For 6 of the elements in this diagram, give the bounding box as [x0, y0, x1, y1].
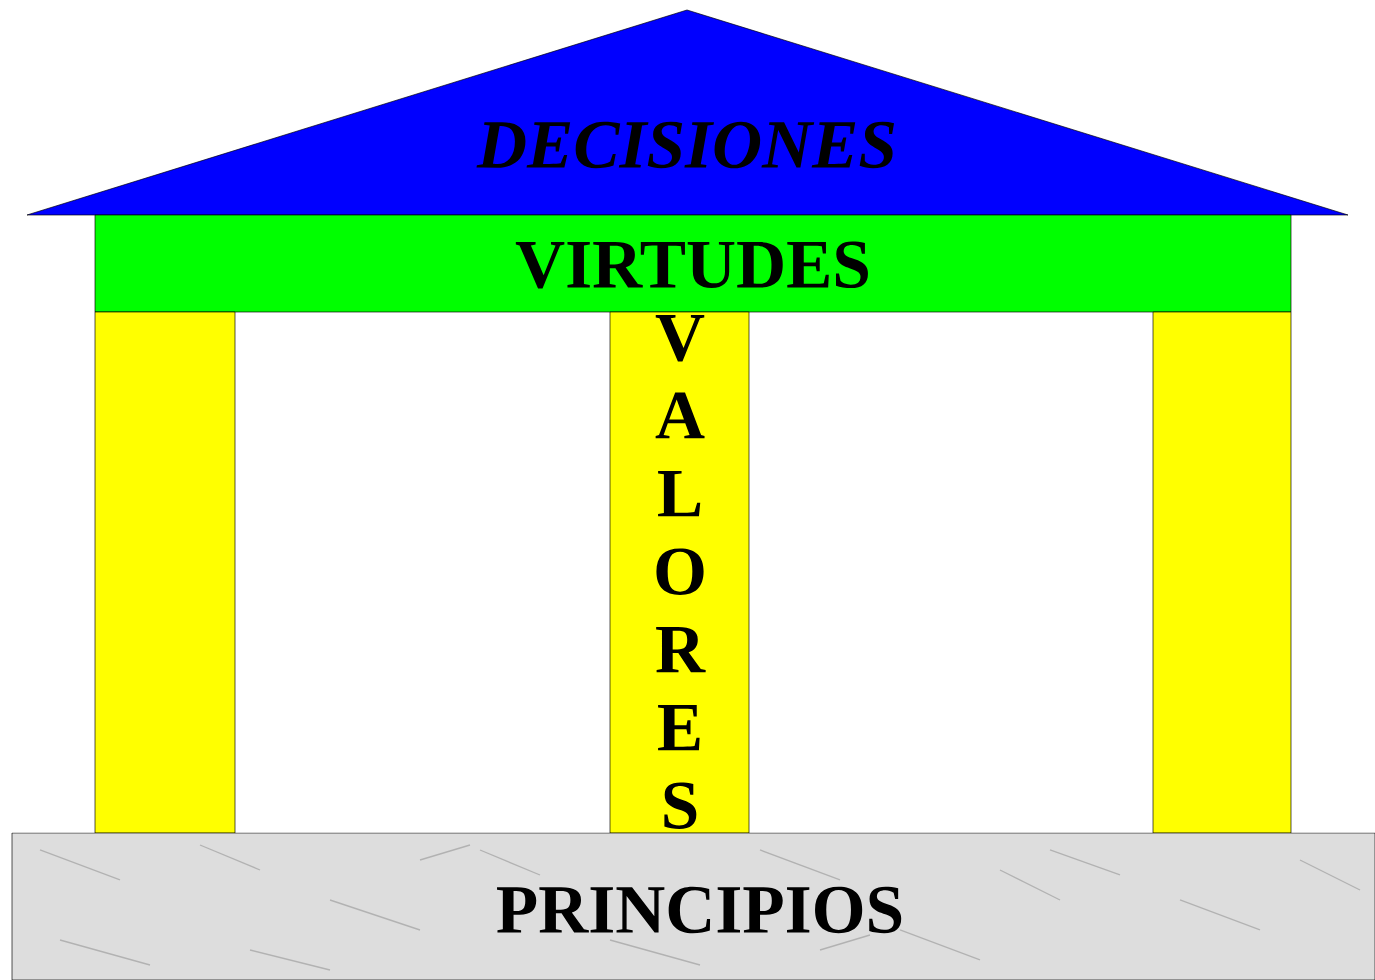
beam-box: VIRTUDES	[94, 214, 1292, 313]
pillar: VALORES	[609, 311, 750, 834]
stone-base: PRINCIPIOS	[11, 832, 1375, 980]
pillar	[94, 311, 236, 834]
pillar	[1152, 311, 1292, 834]
roof-triangle: DECISIONES	[26, 9, 1349, 216]
